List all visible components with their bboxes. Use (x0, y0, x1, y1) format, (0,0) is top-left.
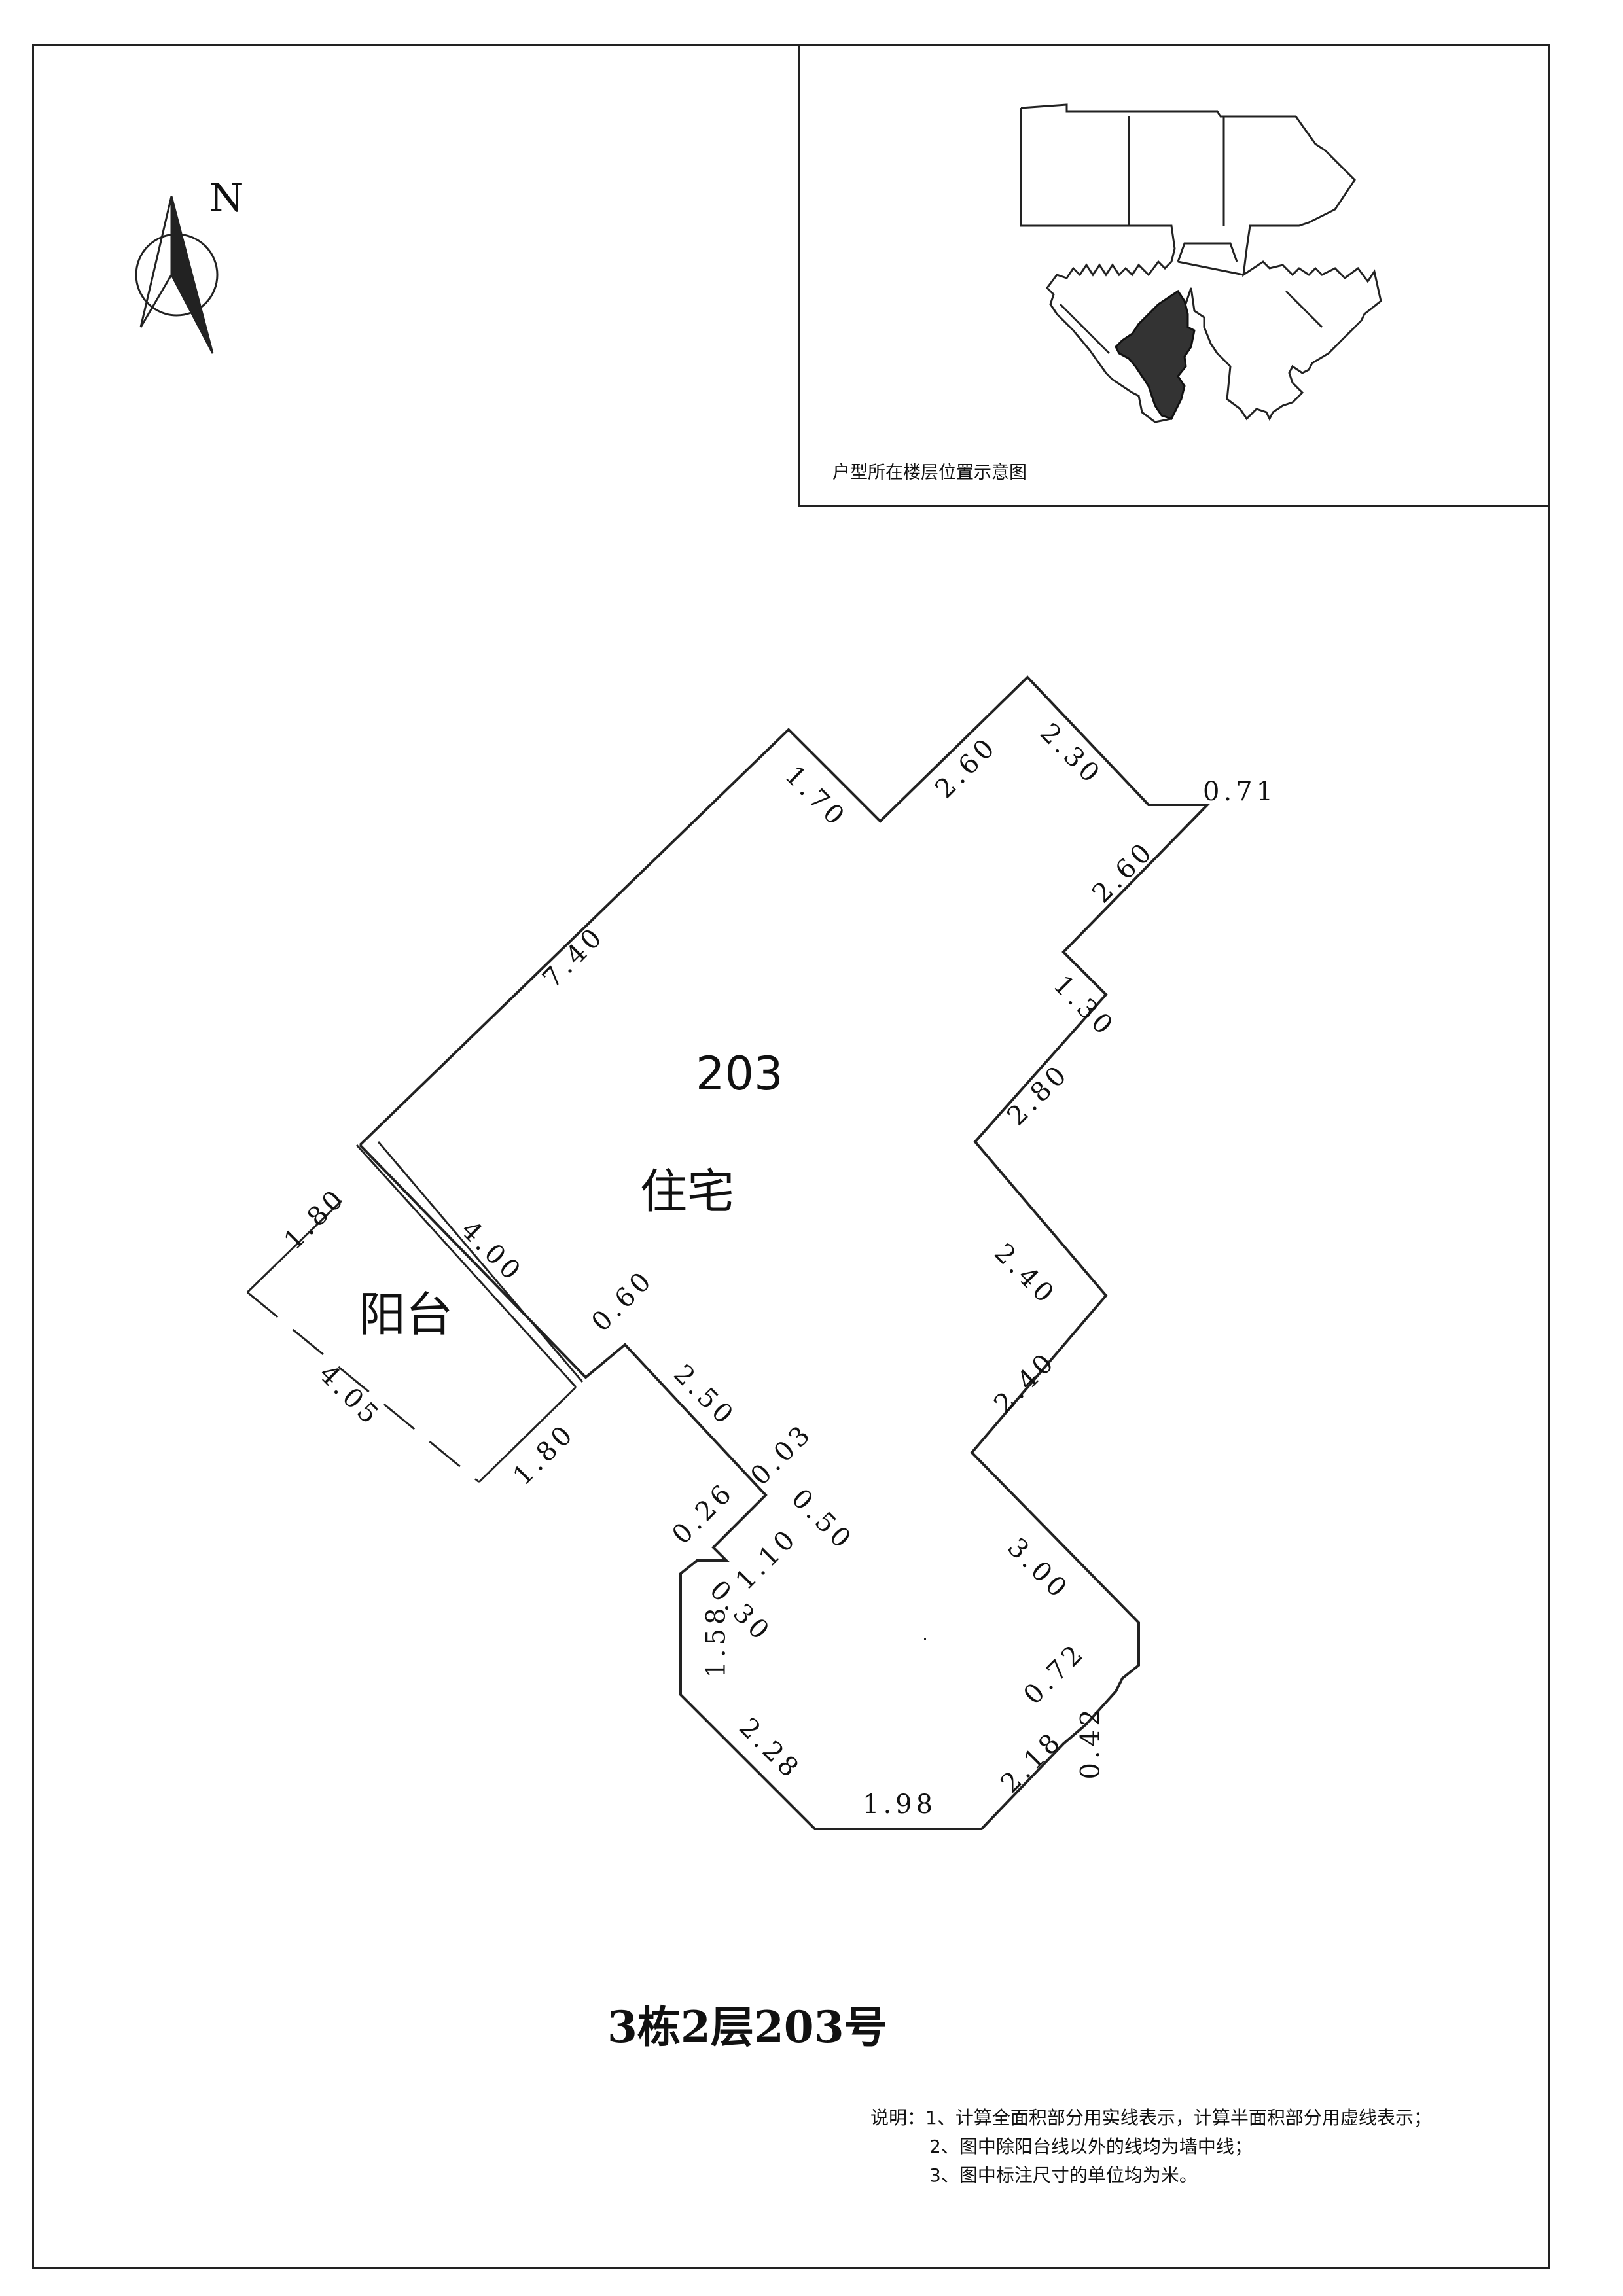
drawing-frame (32, 44, 1550, 2269)
building-outline-inset (1020, 103, 1382, 423)
dimension-label: 1.98 (863, 1790, 937, 1820)
north-letter: N (209, 175, 244, 221)
note-line-3: 3、图中标注尺寸的单位均为米。 (929, 2164, 1198, 2186)
location-inset-panel (798, 44, 1550, 507)
dimension-label: 0.42 (1075, 1705, 1106, 1780)
plan-title: 3栋2层203号 (607, 2002, 887, 2053)
highlighted-unit-inset (1115, 289, 1196, 420)
unit-outline (359, 675, 1211, 1830)
notes-block: 说明：1、计算全面积部分用实线表示，计算半面积部分用虚线表示； 2、图中除阳台线… (870, 2104, 1432, 2190)
balcony-outline (246, 1141, 584, 1483)
residence-label: 住宅 (640, 1164, 735, 1219)
unit-number: 203 (696, 1047, 783, 1101)
inset-caption: 户型所在楼层位置示意图 (832, 463, 1027, 483)
north-arrow-icon (135, 196, 219, 354)
balcony-label: 阳台 (359, 1287, 454, 1342)
note-line-2: 2、图中除阳台线以外的线均为墙中线； (929, 2136, 1253, 2157)
dimension-label: 0.71 (1203, 777, 1277, 807)
note-line-1: 说明：1、计算全面积部分用实线表示，计算半面积部分用虚线表示； (870, 2107, 1432, 2128)
